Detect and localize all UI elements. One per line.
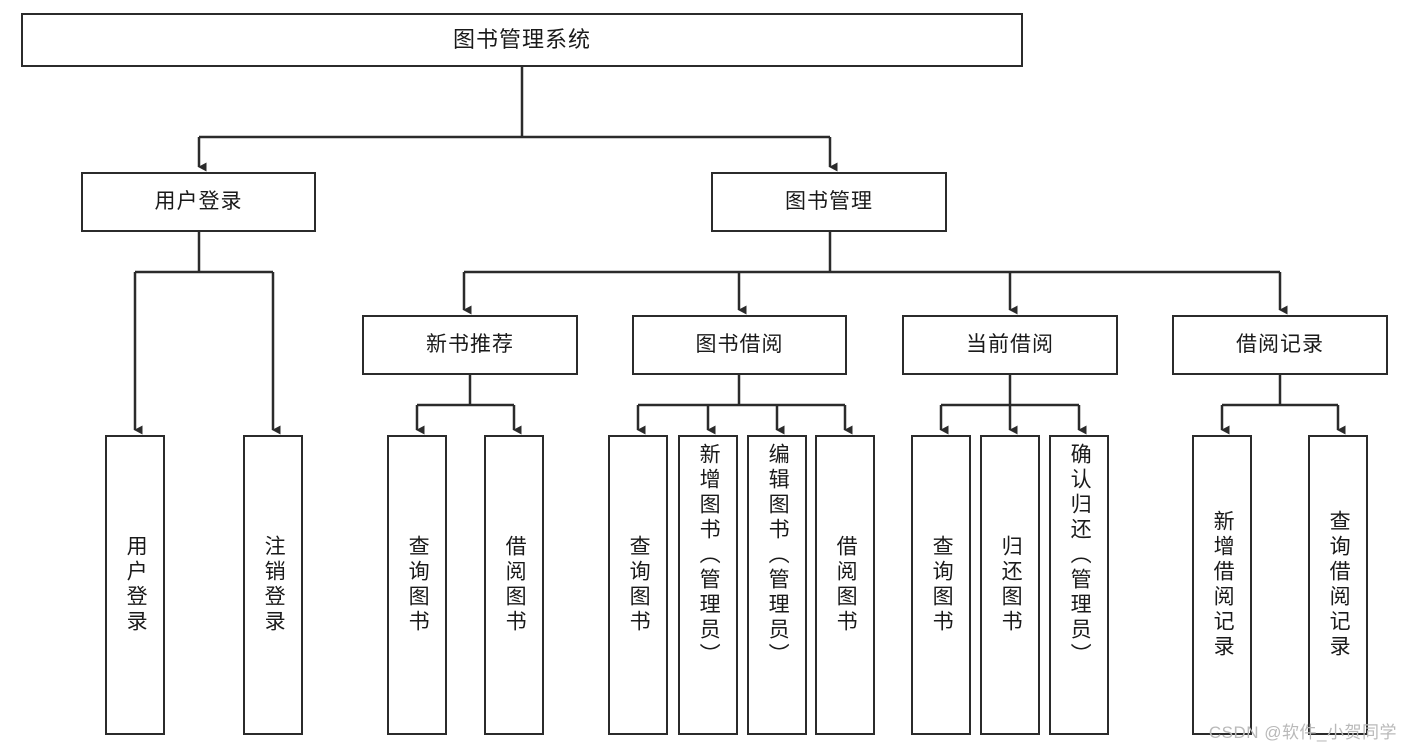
leaf-borrow-record-add-record[interactable]: 新增借阅记录 bbox=[1192, 435, 1252, 735]
node-label: 新增借阅记录 bbox=[1211, 510, 1235, 660]
leaf-book-borrow-edit-book-admin[interactable]: 编辑图书（管理员） bbox=[747, 435, 807, 735]
node-book-management[interactable]: 图书管理 bbox=[711, 172, 947, 232]
node-label: 图书管理系统 bbox=[452, 26, 591, 52]
leaf-current-borrow-confirm-return-admin[interactable]: 确认归还（管理员） bbox=[1049, 435, 1109, 735]
leaf-user-login-logout[interactable]: 注销登录 bbox=[243, 435, 303, 735]
node-label: 查询借阅记录 bbox=[1327, 510, 1351, 660]
node-label: 注销登录 bbox=[262, 535, 286, 635]
node-label: 当前借阅 bbox=[966, 333, 1054, 357]
node-label: 查询图书 bbox=[930, 535, 954, 635]
leaf-book-borrow-borrow-book[interactable]: 借阅图书 bbox=[815, 435, 875, 735]
leaf-book-borrow-add-book-admin[interactable]: 新增图书（管理员） bbox=[678, 435, 738, 735]
node-label: 图书借阅 bbox=[695, 333, 784, 357]
node-label: 编辑图书（管理员） bbox=[766, 443, 790, 668]
leaf-user-login-login[interactable]: 用户登录 bbox=[105, 435, 165, 735]
leaf-book-borrow-query-book[interactable]: 查询图书 bbox=[608, 435, 668, 735]
leaf-new-book-query-book[interactable]: 查询图书 bbox=[387, 435, 447, 735]
node-borrow-record[interactable]: 借阅记录 bbox=[1172, 315, 1388, 375]
node-label: 借阅记录 bbox=[1236, 333, 1324, 357]
node-new-book-recommend[interactable]: 新书推荐 bbox=[362, 315, 578, 375]
node-label: 查询图书 bbox=[627, 535, 651, 635]
watermark: CSDN @软件_小贺同学 bbox=[1208, 723, 1397, 742]
node-label: 图书管理 bbox=[785, 190, 873, 214]
node-label: 新书推荐 bbox=[426, 333, 514, 357]
node-label: 借阅图书 bbox=[503, 535, 527, 635]
node-label: 用户登录 bbox=[124, 535, 148, 635]
node-book-borrow[interactable]: 图书借阅 bbox=[632, 315, 847, 375]
leaf-current-borrow-return-book[interactable]: 归还图书 bbox=[980, 435, 1040, 735]
node-label: 用户登录 bbox=[154, 190, 243, 214]
node-label: 借阅图书 bbox=[834, 535, 858, 635]
node-label: 归还图书 bbox=[999, 535, 1023, 635]
node-label: 新增图书（管理员） bbox=[697, 443, 721, 668]
leaf-new-book-borrow-book[interactable]: 借阅图书 bbox=[484, 435, 544, 735]
leaf-borrow-record-query-record[interactable]: 查询借阅记录 bbox=[1308, 435, 1368, 735]
node-current-borrow[interactable]: 当前借阅 bbox=[902, 315, 1118, 375]
node-book-management-system[interactable]: 图书管理系统 bbox=[21, 13, 1023, 67]
node-label: 确认归还（管理员） bbox=[1068, 443, 1092, 668]
node-label: 查询图书 bbox=[406, 535, 430, 635]
leaf-current-borrow-query-book[interactable]: 查询图书 bbox=[911, 435, 971, 735]
node-user-login[interactable]: 用户登录 bbox=[81, 172, 316, 232]
